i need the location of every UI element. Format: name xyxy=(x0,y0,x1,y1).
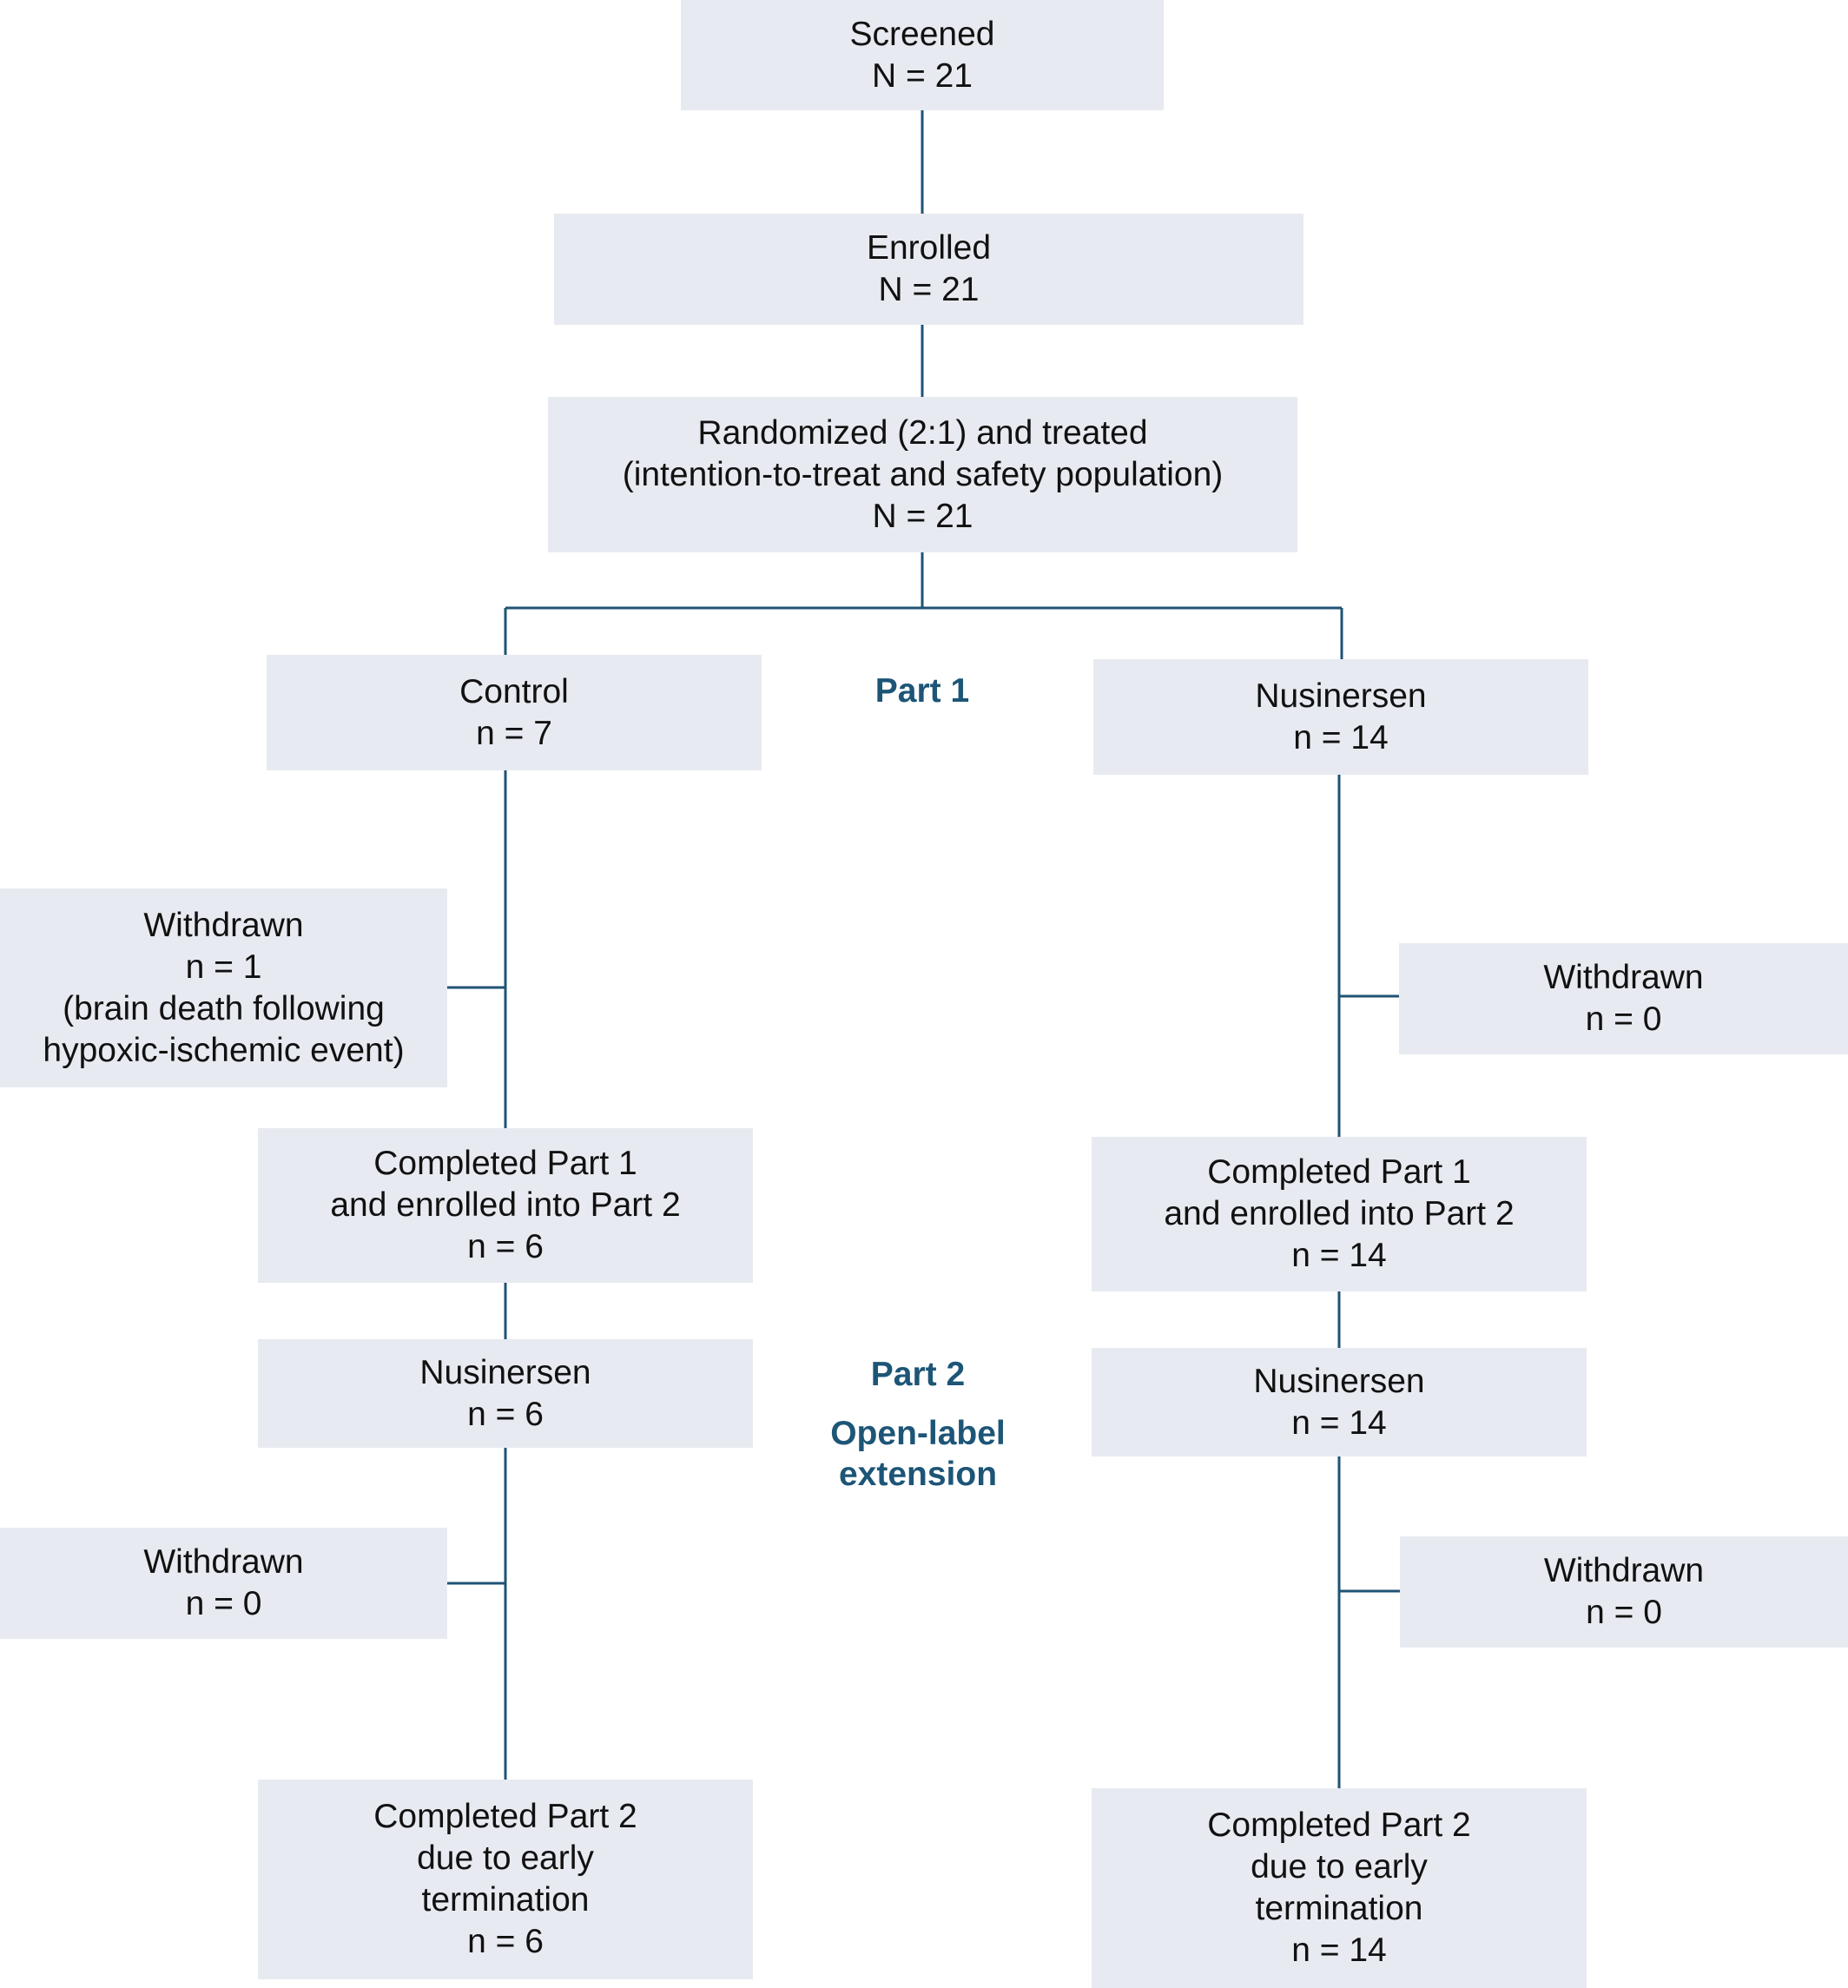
control-withdrawn-part2-title: Withdrawn xyxy=(143,1543,304,1581)
nusinersen-title: Nusinersen xyxy=(1255,677,1427,715)
nusinersen-completed-part2-count: n = 14 xyxy=(1291,1932,1387,1969)
control-withdrawn-reason-line1: (brain death following xyxy=(63,989,385,1027)
nusinersen-part2-nusinersen-title: Nusinersen xyxy=(1253,1362,1425,1400)
nusinersen-withdrawn-box: Withdrawn n = 0 xyxy=(1399,943,1848,1054)
control-withdrawn-box: Withdrawn n = 1 (brain death following h… xyxy=(0,888,447,1087)
control-box: Control n = 7 xyxy=(267,655,762,770)
nusinersen-completed-part2-line2: due to early xyxy=(1251,1848,1428,1886)
nusinersen-withdrawn-part2-count: n = 0 xyxy=(1586,1594,1662,1631)
control-withdrawn-reason-line2: hypoxic-ischemic event) xyxy=(43,1031,405,1069)
control-count: n = 7 xyxy=(476,714,552,752)
control-part2-nusinersen-box: Nusinersen n = 6 xyxy=(258,1339,753,1448)
control-completed-part2-line1: Completed Part 2 xyxy=(373,1798,637,1835)
control-withdrawn-part2-box: Withdrawn n = 0 xyxy=(0,1528,447,1639)
randomized-title: Randomized (2:1) and treated xyxy=(697,413,1148,452)
nusinersen-completed-part1-count: n = 14 xyxy=(1291,1237,1387,1274)
control-part2-nusinersen-title: Nusinersen xyxy=(419,1353,591,1391)
nusinersen-withdrawn-part2-box: Withdrawn n = 0 xyxy=(1400,1536,1848,1648)
nusinersen-box: Nusinersen n = 14 xyxy=(1093,659,1588,775)
part1-label: Part 1 xyxy=(835,670,1009,711)
control-completed-part2-line2: due to early xyxy=(417,1839,594,1877)
nusinersen-part2-nusinersen-box: Nusinersen n = 14 xyxy=(1092,1348,1587,1456)
nusinersen-completed-part1-line1: Completed Part 1 xyxy=(1207,1153,1471,1191)
nusinersen-completed-part2-box: Completed Part 2 due to early terminatio… xyxy=(1092,1788,1587,1988)
part2-label: Part 2 Open-label extension xyxy=(792,1354,1044,1495)
part2-subtitle-line2: extension xyxy=(838,1456,998,1493)
nusinersen-completed-part1-line2: and enrolled into Part 2 xyxy=(1164,1195,1515,1232)
control-withdrawn-part2-count: n = 0 xyxy=(185,1585,262,1622)
part2-label-text: Part 2 xyxy=(870,1356,966,1393)
control-completed-part1-line2: and enrolled into Part 2 xyxy=(330,1186,681,1224)
control-title: Control xyxy=(459,672,569,710)
enrolled-count: N = 21 xyxy=(878,271,980,308)
randomized-subtitle: (intention-to-treat and safety populatio… xyxy=(622,455,1224,493)
control-completed-part1-count: n = 6 xyxy=(467,1228,544,1265)
nusinersen-withdrawn-count: n = 0 xyxy=(1585,1001,1662,1038)
nusinersen-completed-part2-line3: termination xyxy=(1255,1890,1423,1927)
randomized-count: N = 21 xyxy=(872,497,974,535)
randomized-box: Randomized (2:1) and treated (intention-… xyxy=(548,397,1297,552)
screened-title: Screened xyxy=(849,15,995,53)
screened-count: N = 21 xyxy=(872,56,973,95)
enrolled-box: Enrolled N = 21 xyxy=(554,214,1304,325)
enrolled-title: Enrolled xyxy=(866,229,992,267)
control-withdrawn-title: Withdrawn xyxy=(143,906,304,944)
control-part2-nusinersen-count: n = 6 xyxy=(467,1395,544,1433)
nusinersen-count: n = 14 xyxy=(1293,718,1389,756)
nusinersen-withdrawn-title: Withdrawn xyxy=(1543,959,1704,996)
nusinersen-completed-part2-line1: Completed Part 2 xyxy=(1207,1806,1471,1844)
control-completed-part1-box: Completed Part 1 and enrolled into Part … xyxy=(258,1128,753,1283)
control-completed-part2-box: Completed Part 2 due to early terminatio… xyxy=(258,1780,753,1979)
control-completed-part2-count: n = 6 xyxy=(467,1923,544,1960)
screened-box: Screened N = 21 xyxy=(681,0,1164,110)
control-completed-part2-line3: termination xyxy=(421,1881,590,1919)
nusinersen-part2-nusinersen-count: n = 14 xyxy=(1291,1403,1387,1442)
part2-subtitle-line1: Open-label xyxy=(830,1415,1006,1452)
control-withdrawn-count: n = 1 xyxy=(185,948,262,986)
control-completed-part1-line1: Completed Part 1 xyxy=(373,1145,637,1182)
part1-label-text: Part 1 xyxy=(874,672,970,710)
nusinersen-withdrawn-part2-title: Withdrawn xyxy=(1543,1552,1705,1589)
nusinersen-completed-part1-box: Completed Part 1 and enrolled into Part … xyxy=(1092,1137,1587,1291)
